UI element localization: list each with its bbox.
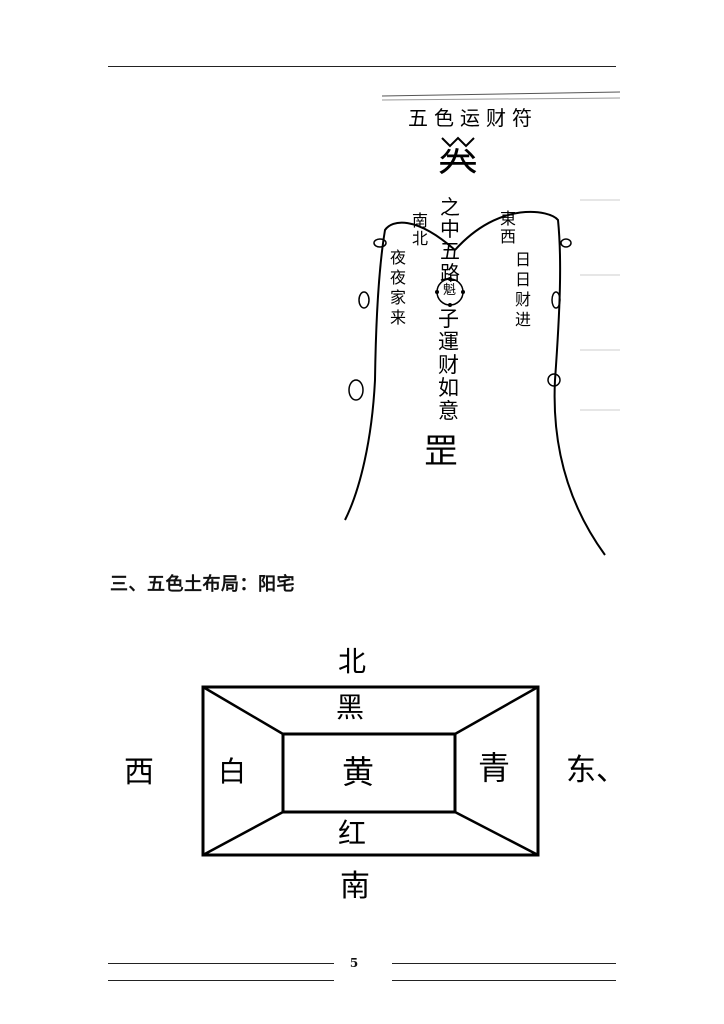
talisman-seal: 魁 — [443, 283, 457, 298]
color-right: 青 — [478, 749, 511, 787]
talisman-bottom-glyph: 罡 — [424, 432, 458, 472]
direction-east: 东、 — [566, 753, 626, 788]
footer-rule-right-bottom — [392, 980, 616, 981]
footer-rule-left-top — [108, 963, 334, 964]
talisman-image: 五色运财符 𠔉 南北 夜夜家来 之中五路 魁 子運财如意 東西 日日财进 罡 — [330, 80, 621, 560]
direction-west: 西 — [124, 755, 154, 790]
talisman-center-col: 之中五路 — [440, 195, 460, 285]
direction-south: 南 — [340, 869, 370, 904]
section-heading: 三、五色土布局：阳宅 — [110, 574, 295, 595]
direction-north: 北 — [338, 645, 367, 678]
talisman-right-col1: 東西 — [500, 209, 517, 246]
diagram-frame — [201, 685, 540, 857]
color-center: 黄 — [342, 753, 375, 791]
talisman-center-lower: 子運财如意 — [438, 307, 459, 423]
header-rule — [108, 66, 616, 67]
talisman-top-glyph: 𠔉 — [438, 141, 478, 187]
talisman-left-col2: 夜夜家来 — [390, 248, 407, 327]
footer-rule-right-top — [392, 963, 616, 964]
page-number: 5 — [349, 956, 359, 970]
color-top: 黑 — [336, 691, 365, 724]
talisman-outline — [344, 91, 621, 556]
talisman-title: 五色运财符 — [408, 106, 538, 130]
talisman-left-col1: 南北 — [412, 211, 429, 248]
color-bottom: 红 — [338, 817, 367, 850]
footer-rule-left-bottom — [108, 980, 334, 981]
five-color-diagram: 北 黑 西 白 黄 青 东、 红 南 — [110, 640, 630, 920]
color-left: 白 — [218, 755, 247, 788]
talisman-right-col2: 日日财进 — [515, 250, 532, 329]
